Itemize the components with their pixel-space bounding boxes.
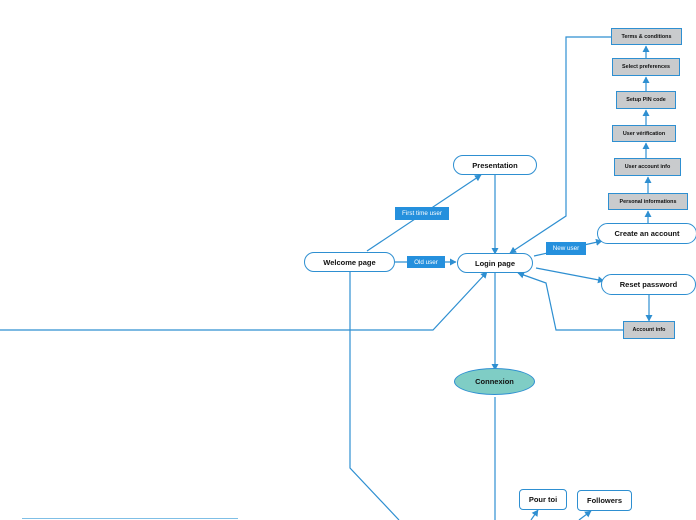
label-first-time-user: First time user [395,207,449,220]
node-presentation[interactable]: Presentation [453,155,537,175]
edge-left-login [0,271,488,331]
node-terms-conditions[interactable]: Terms & conditions [611,28,682,45]
node-user-verification[interactable]: User vérification [612,125,676,142]
node-user-account-info[interactable]: User account info [614,158,681,176]
edge-into-pour-toi [530,509,539,520]
node-select-preferences[interactable]: Select preferences [612,58,680,76]
node-login-page[interactable]: Login page [457,253,533,273]
label-new-user: New user [546,242,586,255]
label-old-user: Old user [407,256,445,268]
node-reset-password[interactable]: Reset password [601,274,696,295]
edge-account-info-login [517,271,623,331]
edge-welcome-down [349,272,400,520]
node-create-account[interactable]: Create an account [597,223,696,244]
edge-login-reset-password [535,267,605,284]
node-welcome-page[interactable]: Welcome page [304,252,395,272]
node-pour-toi[interactable]: Pour toi [519,489,567,510]
node-followers[interactable]: Followers [577,490,632,511]
node-personal-informations[interactable]: Personal informations [608,193,688,210]
edge-into-followers [578,510,592,520]
node-account-info[interactable]: Account info [623,321,675,339]
edge-terms-login [509,36,611,254]
node-setup-pin[interactable]: Setup PIN code [616,91,676,109]
node-connexion[interactable]: Connexion [454,368,535,395]
